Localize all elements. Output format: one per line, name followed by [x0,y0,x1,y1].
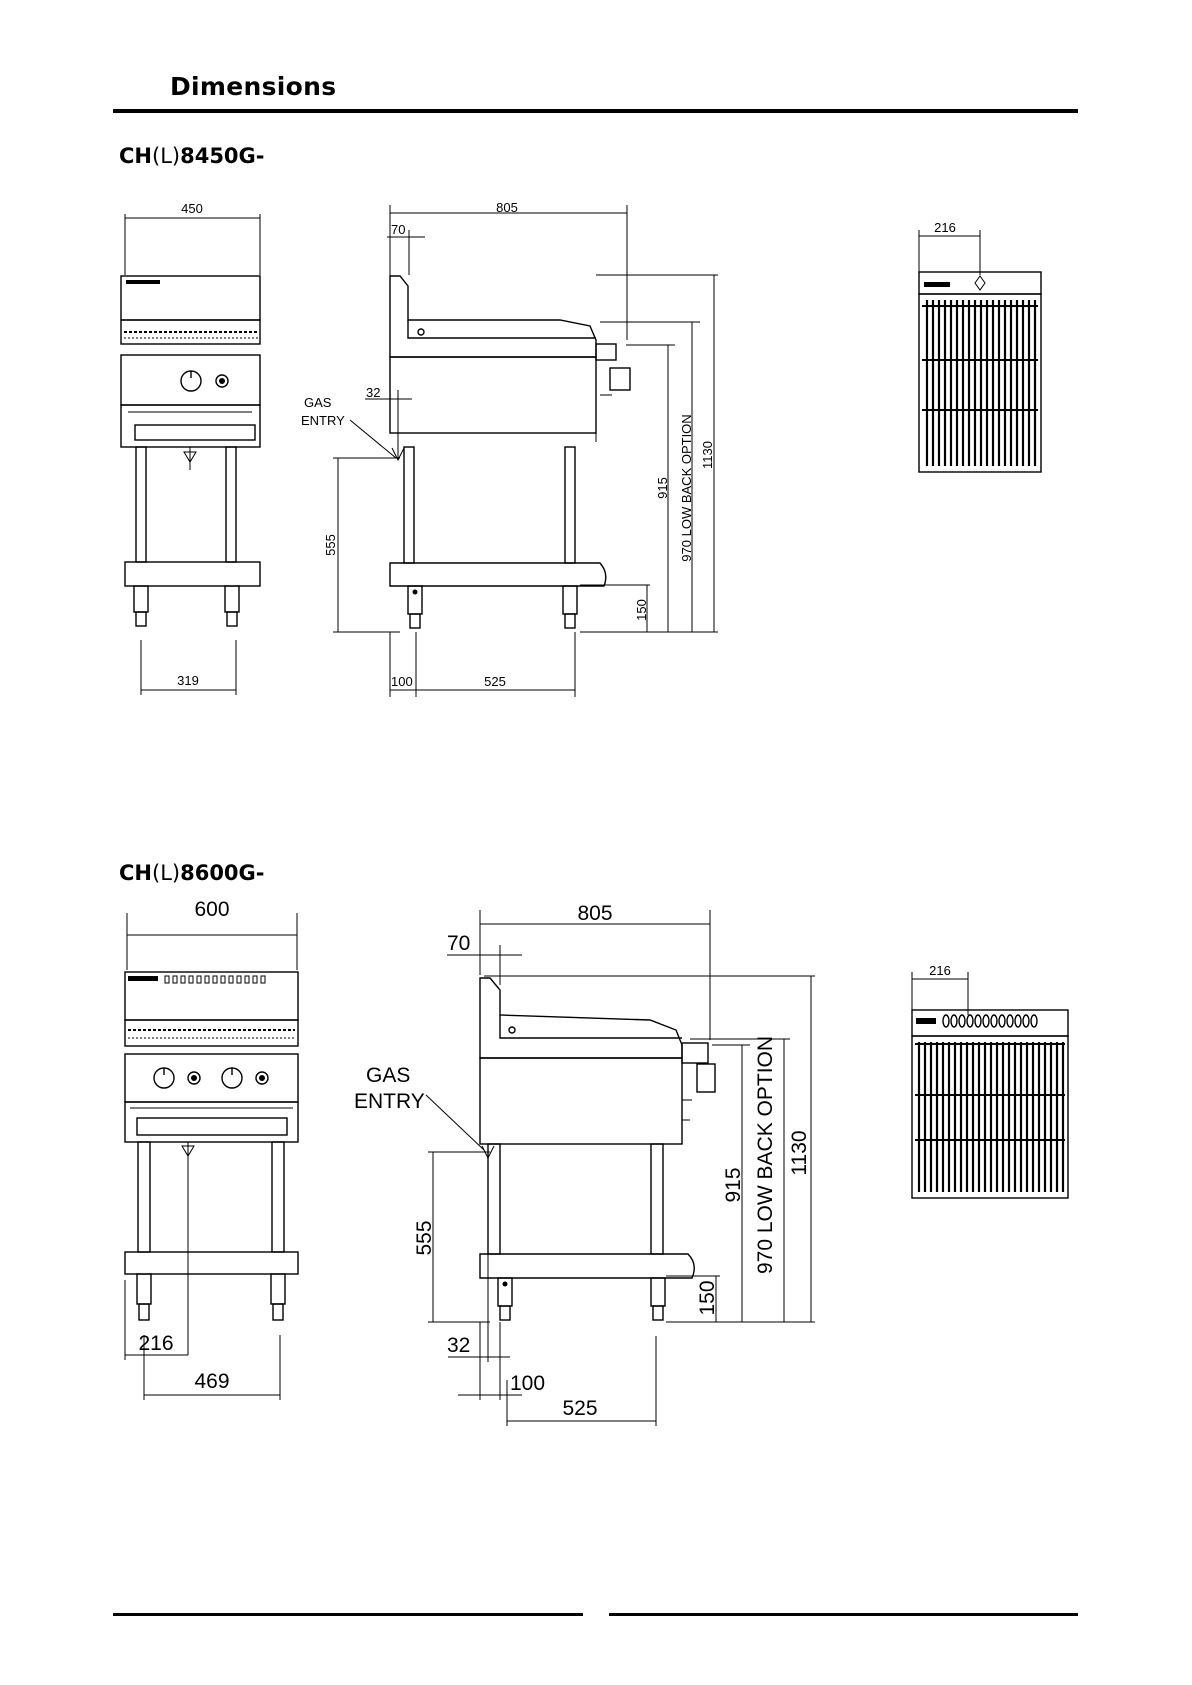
dim-front-offset: 100 [510,1372,545,1395]
model-450-front-view: 450 319 [121,201,260,695]
dim-top-offset: 216 [929,963,951,978]
dim-height-1130: 1130 [700,441,715,469]
dim-height-915: 915 [655,477,670,499]
dim-back: 70 [391,222,405,237]
dim-shelf: 150 [634,599,649,621]
model-450-top-view: 216 [919,220,1041,472]
model-600-top-view: 216 [912,963,1068,1198]
dim-top-offset: 216 [934,220,956,235]
footer-rule-left [113,1613,583,1616]
dim-leg-depth: 525 [484,674,506,689]
dim-leg-span: 319 [177,673,199,688]
dim-depth: 805 [577,902,612,925]
model-600-side-view: 805 70 GAS ENTRY 555 [354,902,815,1426]
gas-entry-label-1: GAS [366,1064,410,1087]
top-grate-450 [922,300,1038,466]
model-600-front-view: 600 [125,898,298,1400]
dim-width: 600 [194,898,229,921]
dim-gas-height: 555 [323,534,338,556]
dim-back: 70 [447,932,470,955]
dim-leg-span: 469 [194,1370,229,1393]
top-grate-600 [915,1042,1065,1192]
gas-entry-label-1: GAS [304,395,332,410]
dim-front-offset: 100 [391,674,413,689]
dim-height-970: 970 LOW BACK OPTION [754,1036,777,1274]
gas-entry-label-2: ENTRY [354,1090,425,1113]
dim-gas-offset: 32 [366,385,380,400]
backsplash-vents [165,976,265,983]
dim-gas-height: 555 [413,1220,436,1255]
footer-rule-right [609,1613,1078,1616]
model-450-side-view: 805 70 GAS ENTRY 32 [301,200,718,697]
dim-height-915: 915 [722,1167,745,1202]
dim-leg-depth: 525 [562,1397,597,1420]
gas-entry-label-2: ENTRY [301,413,345,428]
dim-height-970: 970 LOW BACK OPTION [679,414,694,561]
dim-width: 450 [181,201,203,216]
dim-shelf: 150 [696,1280,719,1315]
dim-height-1130: 1130 [788,1130,811,1175]
top-knob-row-600 [943,1015,1037,1027]
dim-depth: 805 [496,200,518,215]
dim-gas-offset: 32 [447,1334,470,1357]
